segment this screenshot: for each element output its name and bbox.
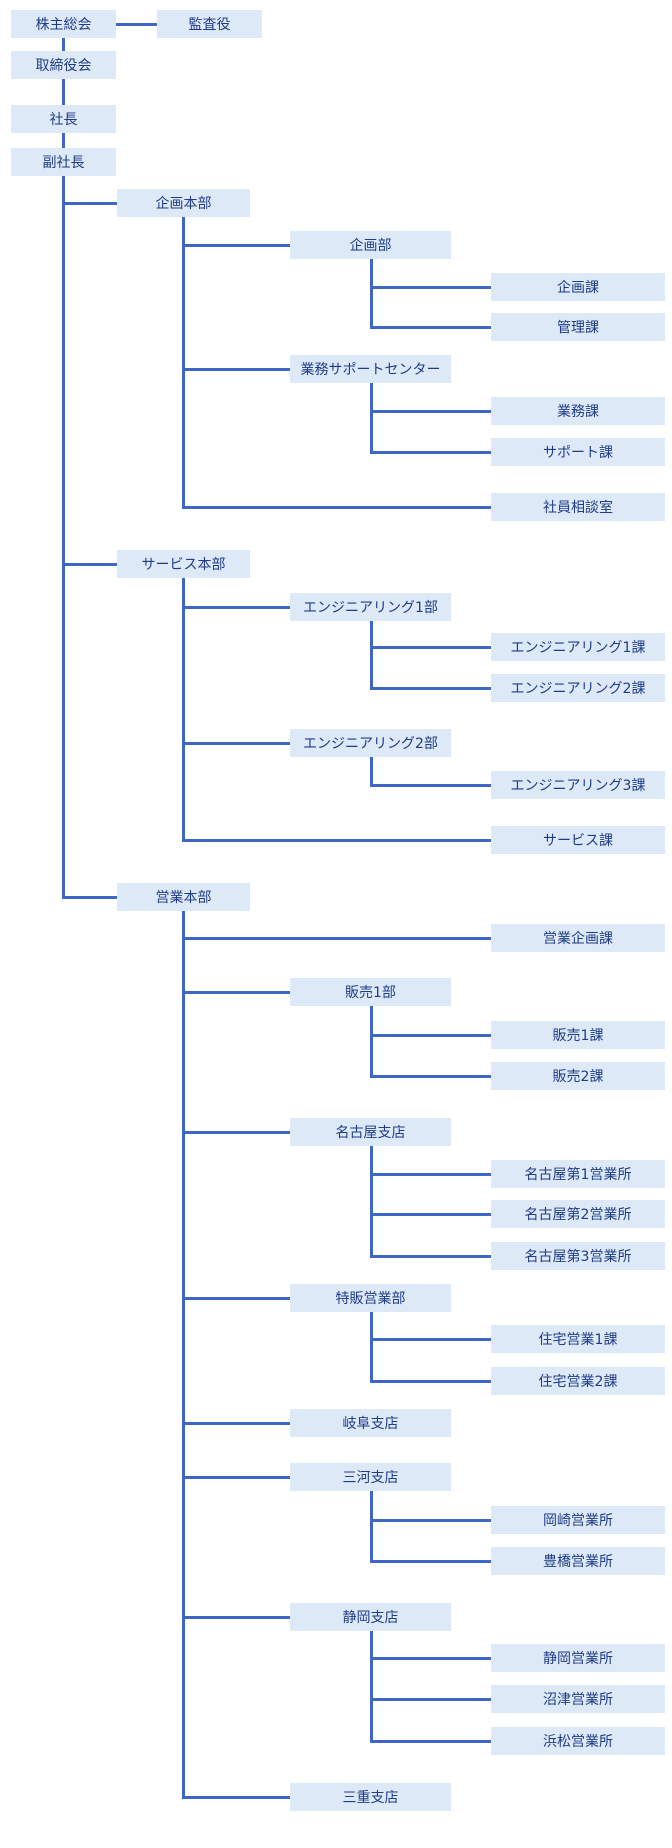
org-node-n26: 名古屋第1営業所 [491, 1160, 665, 1188]
branch-line [369, 1254, 491, 1258]
branch-line [369, 450, 491, 454]
branch-line [181, 243, 290, 247]
trunk-line [369, 757, 373, 787]
trunk-line [181, 578, 185, 842]
branch-line [181, 367, 290, 371]
org-node-n2: 取締役会 [11, 51, 116, 79]
trunk-line [369, 1312, 373, 1383]
trunk-line [369, 1146, 373, 1258]
org-node-n33: 三河支店 [290, 1463, 451, 1491]
trunk-line [369, 259, 373, 329]
org-node-n31: 住宅営業2課 [491, 1367, 665, 1395]
org-node-n25: 名古屋支店 [290, 1118, 451, 1146]
org-node-n7: 企画課 [491, 273, 665, 301]
connector-line [116, 22, 157, 26]
org-node-n38: 沼津営業所 [491, 1685, 665, 1713]
branch-line [369, 1379, 491, 1383]
org-node-n32: 岐阜支店 [290, 1409, 451, 1437]
org-node-n19: サービス課 [491, 826, 665, 854]
org-node-n28: 名古屋第3営業所 [491, 1242, 665, 1270]
org-node-n11: サポート課 [491, 438, 665, 466]
trunk-line [369, 1631, 373, 1743]
org-node-n13: サービス本部 [117, 550, 250, 578]
connector-line [61, 38, 65, 51]
org-node-n35: 豊橋営業所 [491, 1547, 665, 1575]
org-node-n8: 管理課 [491, 313, 665, 341]
org-node-n0: 株主総会 [11, 10, 116, 38]
trunk-line [181, 217, 185, 509]
branch-line [369, 686, 491, 690]
org-node-n22: 販売1部 [290, 978, 451, 1006]
org-node-n9: 業務サポートセンター [290, 355, 451, 383]
org-node-n34: 岡崎営業所 [491, 1506, 665, 1534]
branch-line [181, 1475, 290, 1479]
org-node-n5: 企画本部 [117, 189, 250, 217]
branch-line [369, 1656, 491, 1660]
org-node-n12: 社員相談室 [491, 493, 665, 521]
org-node-n20: 営業本部 [117, 883, 250, 911]
branch-line [369, 409, 491, 413]
org-node-n23: 販売1課 [491, 1021, 665, 1049]
org-node-n16: エンジニアリング2課 [491, 674, 665, 702]
trunk-line [61, 176, 65, 899]
org-node-n15: エンジニアリング1課 [491, 633, 665, 661]
trunk-line [369, 1006, 373, 1078]
branch-line [369, 1074, 491, 1078]
connector-line [61, 133, 65, 148]
branch-line [369, 285, 491, 289]
connector-line [61, 79, 65, 105]
branch-line [369, 325, 491, 329]
branch-line [181, 605, 290, 609]
org-node-n29: 特販営業部 [290, 1284, 451, 1312]
org-node-n3: 社長 [11, 105, 116, 133]
branch-line [181, 741, 290, 745]
branch-line [369, 783, 491, 787]
org-node-n6: 企画部 [290, 231, 451, 259]
branch-line [369, 1518, 491, 1522]
branch-line [369, 645, 491, 649]
org-node-n17: エンジニアリング2部 [290, 729, 451, 757]
org-node-n27: 名古屋第2営業所 [491, 1200, 665, 1228]
org-node-n36: 静岡支店 [290, 1603, 451, 1631]
org-node-n14: エンジニアリング1部 [290, 593, 451, 621]
branch-line [181, 990, 290, 994]
branch-line [369, 1212, 491, 1216]
branch-line [369, 1739, 491, 1743]
trunk-line [369, 383, 373, 454]
branch-line [181, 1421, 290, 1425]
org-node-n4: 副社長 [11, 148, 116, 176]
branch-line [181, 838, 491, 842]
branch-line [181, 505, 491, 509]
org-node-n18: エンジニアリング3課 [491, 771, 665, 799]
org-node-n40: 三重支店 [290, 1783, 451, 1811]
trunk-line [181, 911, 185, 1799]
trunk-line [369, 1491, 373, 1563]
branch-line [369, 1172, 491, 1176]
branch-line [369, 1559, 491, 1563]
org-node-n10: 業務課 [491, 397, 665, 425]
branch-line [369, 1337, 491, 1341]
org-node-n37: 静岡営業所 [491, 1644, 665, 1672]
branch-line [181, 1795, 290, 1799]
branch-line [61, 201, 117, 205]
org-node-n39: 浜松営業所 [491, 1727, 665, 1755]
branch-line [61, 895, 117, 899]
trunk-line [369, 621, 373, 690]
org-node-n21: 営業企画課 [491, 924, 665, 952]
branch-line [181, 1130, 290, 1134]
org-node-n1: 監査役 [157, 10, 262, 38]
branch-line [369, 1033, 491, 1037]
branch-line [61, 562, 117, 566]
branch-line [181, 1296, 290, 1300]
org-node-n30: 住宅営業1課 [491, 1325, 665, 1353]
branch-line [181, 936, 491, 940]
branch-line [369, 1697, 491, 1701]
org-node-n24: 販売2課 [491, 1062, 665, 1090]
branch-line [181, 1615, 290, 1619]
